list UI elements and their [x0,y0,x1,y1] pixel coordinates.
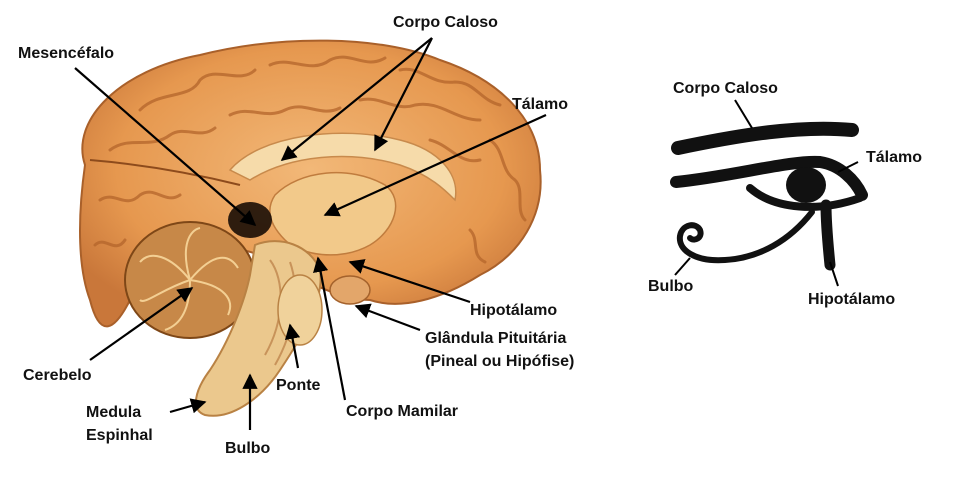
eye-label-bulbo: Bulbo [648,278,694,295]
label-bulbo: Bulbo [225,440,271,457]
brain-labels: Corpo Caloso Mesencéfalo Tálamo Hipotála… [18,14,574,457]
eye-spiral [676,209,815,264]
eye-labels: Corpo Caloso Tálamo Bulbo Hipotálamo [648,80,922,308]
brain-illustration [79,39,542,417]
eye-label-hipotalamo: Hipotálamo [808,291,895,308]
label-glandula-line1: Glândula Pituitária [425,330,566,347]
eye-lines [674,99,859,287]
eye-label-corpo-caloso: Corpo Caloso [673,80,778,97]
eye-lower-lid [746,184,864,211]
label-cerebelo: Cerebelo [23,367,92,384]
eye-label-talamo: Tálamo [866,149,922,166]
label-talamo: Tálamo [512,96,568,113]
eye-brow [671,121,859,155]
eye-teardrop [820,199,836,271]
label-corpo-caloso: Corpo Caloso [393,14,498,31]
eye-pupil [786,167,826,203]
eye-upper-lid [670,155,868,201]
eye-of-horus [670,121,868,271]
brain-arrows [74,37,547,430]
pituitary-gland [329,275,371,305]
label-ponte: Ponte [276,377,321,394]
label-medula-line1: Medula [86,404,141,421]
label-glandula-line2: (Pineal ou Hipófise) [425,353,574,370]
pons [277,274,323,346]
label-mesencefalo: Mesencéfalo [18,45,114,62]
label-medula-line2: Espinhal [86,427,153,444]
cerebellum [124,221,256,339]
label-corpo-mamilar: Corpo Mamilar [346,403,458,420]
label-hipotalamo: Hipotálamo [470,302,557,319]
